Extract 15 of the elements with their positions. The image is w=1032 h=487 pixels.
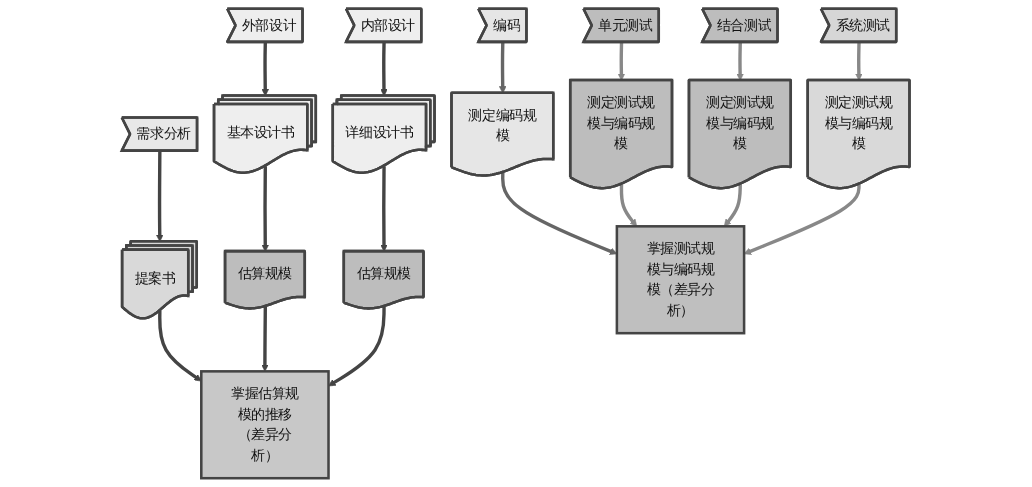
node-box: 掌握估算规模的推移（差异分析）: [200, 370, 331, 480]
arrow: [261, 306, 269, 372]
arrow: [380, 166, 389, 252]
arrow: [736, 42, 745, 81]
arrow: [724, 184, 743, 227]
arrow: [156, 151, 164, 242]
arrow: [261, 166, 270, 252]
arrow: [158, 310, 202, 382]
arrow: [855, 42, 863, 81]
node-box: 掌握测试规模与编码规模（差异分析）: [615, 225, 746, 335]
arrow: [744, 184, 862, 255]
arrow: [618, 42, 626, 81]
arrow: [620, 184, 638, 227]
arrow: [328, 306, 387, 387]
arrow: [501, 172, 618, 255]
